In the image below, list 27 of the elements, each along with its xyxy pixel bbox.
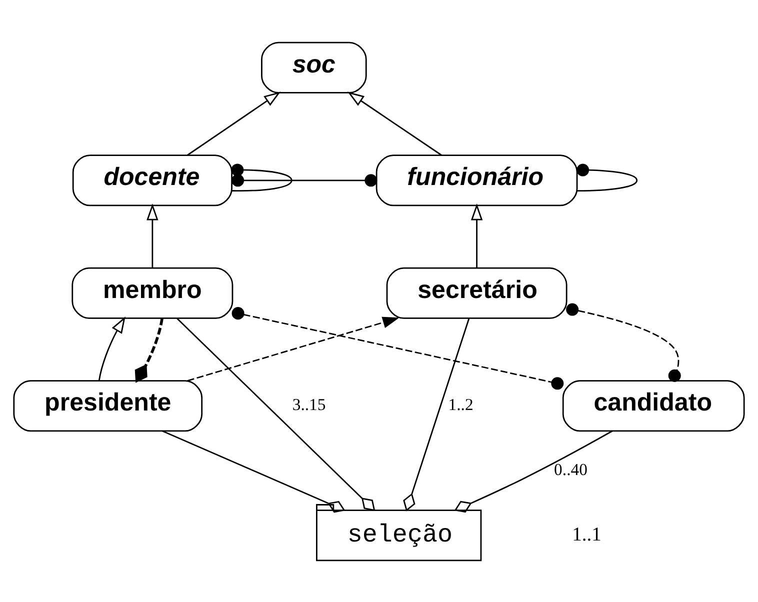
connector	[576, 163, 638, 192]
connector	[232, 306, 564, 390]
node-box: secretário	[386, 266, 568, 318]
arrow	[187, 91, 281, 156]
edge-label: 3..15	[292, 394, 326, 414]
arrow	[146, 203, 158, 268]
edge-label: 1..2	[448, 394, 474, 414]
edge-label: 0..40	[554, 459, 588, 478]
node-box: presidente	[13, 380, 203, 432]
node-box: candidato	[562, 380, 745, 432]
arrow	[470, 203, 483, 268]
arrow	[98, 316, 126, 380]
connector	[231, 163, 292, 191]
connector	[454, 430, 613, 512]
label: 1..1	[572, 524, 602, 546]
arrow	[187, 316, 400, 381]
node-box: funcionário	[376, 154, 578, 206]
node-box: membro	[72, 266, 234, 318]
connector	[176, 317, 376, 511]
node-box: docente	[72, 154, 232, 206]
connector	[566, 302, 681, 382]
connector	[162, 430, 346, 512]
arrow	[347, 91, 442, 156]
connector	[134, 318, 164, 382]
node-box: soc	[261, 41, 367, 93]
connector	[403, 318, 470, 511]
connector	[232, 174, 378, 186]
